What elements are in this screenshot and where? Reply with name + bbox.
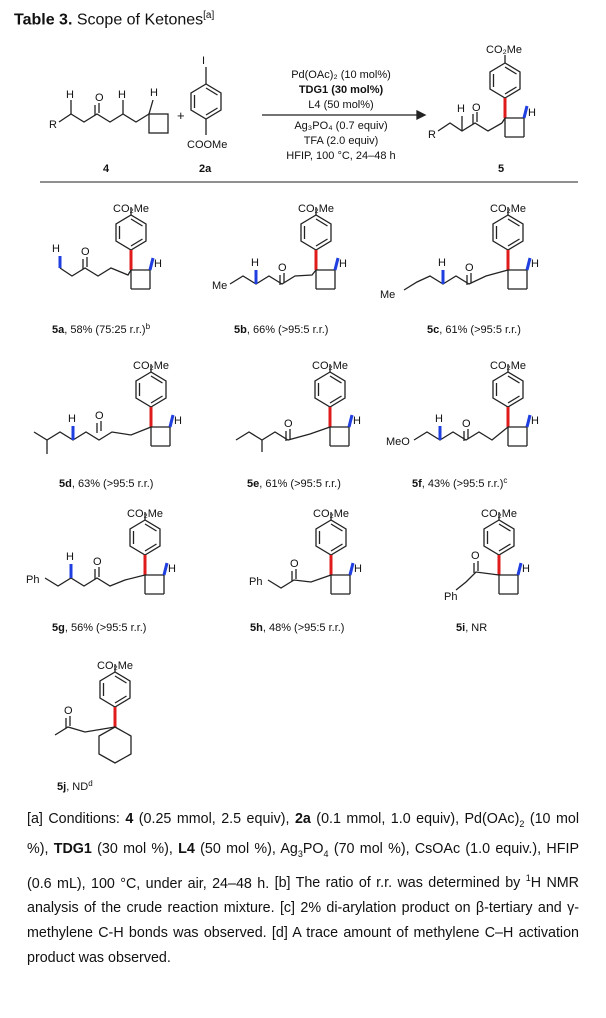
h-atom-label: H [150,87,158,99]
table-title-note: [a] [203,10,215,21]
svg-text:H: H [174,415,182,427]
svg-text:H: H [154,258,162,270]
product-captions: 5a, 58% (75:25 r.r.)b 5b, 66% (>95:5 r.r… [52,322,521,793]
condition-catalyst: Pd(OAc)₂ (10 mol%) [291,69,391,81]
svg-text:CO₂Me: CO₂Me [133,360,169,372]
footnote-d: [d] A trace amount of methylene C–H acti… [27,925,579,967]
reaction-scheme-figure: H O H H R 4 + I COOMe 2a Pd(OAc)₂ (10 mo… [26,44,578,793]
reactant-2a-label: 2a [199,163,212,175]
svg-text:H: H [522,563,530,575]
product-5-label: 5 [498,163,504,175]
iodo-atom-label: I [202,55,205,67]
svg-text:O: O [462,418,471,430]
caption-5e: 5e, 61% (>95:5 r.r.) [247,478,341,490]
table-title: Table 3. Scope of Ketones[a] [14,10,214,29]
svg-text:CO₂Me: CO₂Me [127,508,163,520]
svg-text:H: H [339,258,347,270]
svg-text:MeO: MeO [386,436,410,448]
caption-5b: 5b, 66% (>95:5 r.r.) [234,324,328,336]
footnote-a: [a] Conditions: 4 (0.25 mmol, 2.5 equiv)… [27,811,579,967]
svg-text:Me: Me [380,289,395,301]
table-number: Table 3. [14,11,73,29]
scheme-labels: H O H H R 4 + I COOMe 2a Pd(OAc)₂ (10 mo… [49,44,536,175]
caption-5g: 5g, 56% (>95:5 r.r.) [52,622,146,634]
svg-text:H: H [435,413,443,425]
svg-text:Ph: Ph [249,576,262,588]
svg-text:CO₂Me: CO₂Me [298,203,334,215]
caption-5j: 5j, NDd [57,779,93,793]
caption-5h: 5h, 48% (>95:5 r.r.) [250,622,344,634]
footnotes: [a] Conditions: 4 (0.25 mmol, 2.5 equiv)… [27,807,579,971]
svg-text:H: H [438,257,446,269]
svg-text:H: H [168,563,176,575]
footnote-b: [b] The ratio of r.r. was determined by … [27,873,579,917]
product-structures [33,207,532,764]
svg-text:CO₂Me: CO₂Me [490,203,526,215]
svg-text:CO₂Me: CO₂Me [481,508,517,520]
svg-text:O: O [471,550,480,562]
svg-text:O: O [290,558,299,570]
h-atom-label: H [118,89,126,101]
condition-solvent: HFIP, 100 °C, 24–48 h [286,150,395,162]
svg-text:Me: Me [212,280,227,292]
condition-ligand: L4 (50 mol%) [308,99,373,111]
svg-text:CO₂Me: CO₂Me [113,203,149,215]
svg-text:O: O [465,262,474,274]
svg-text:O: O [284,418,293,430]
o-atom-label: O [472,102,481,114]
svg-text:CO₂Me: CO₂Me [313,508,349,520]
svg-text:CO₂Me: CO₂Me [312,360,348,372]
svg-text:H: H [66,551,74,563]
coome-label: COOMe [187,139,227,151]
svg-text:O: O [93,556,102,568]
h-atom-label: H [66,89,74,101]
svg-text:Ph: Ph [444,591,457,603]
svg-text:O: O [64,705,73,717]
svg-text:H: H [531,258,539,270]
r-group-label: R [428,129,436,141]
plus-sign: + [177,108,185,123]
r-group-label: R [49,119,57,131]
svg-text:CO₂Me: CO₂Me [97,660,133,672]
caption-5d: 5d, 63% (>95:5 r.r.) [59,478,153,490]
svg-text:O: O [278,262,287,274]
caption-5i: 5i, NR [456,622,487,634]
reactant-4-label: 4 [103,163,110,175]
o-atom-label: O [95,92,104,104]
h-atom-label: H [457,103,465,115]
svg-text:H: H [353,415,361,427]
caption-5c: 5c, 61% (>95:5 r.r.) [427,324,521,336]
svg-text:H: H [531,415,539,427]
condition-oxidant: Ag₃PO₄ (0.7 equiv) [294,120,387,132]
co2me-label: CO₂Me [486,44,522,56]
product-atom-labels: CO₂Me H H O CO₂Me H Me H O CO₂Me H Me H … [26,203,539,717]
footnote-c: [c] 2% di-arylation product on β-tertiar… [27,900,579,942]
condition-acid: TFA (2.0 equiv) [304,135,379,147]
reaction-scheme [58,55,529,139]
table-caption: Scope of Ketones [76,11,204,29]
caption-5f: 5f, 43% (>95:5 r.r.)c [412,476,507,490]
svg-text:O: O [95,410,104,422]
svg-text:O: O [81,246,90,258]
svg-text:CO₂Me: CO₂Me [490,360,526,372]
h-atom-label: H [528,107,536,119]
svg-text:H: H [354,563,362,575]
svg-text:H: H [251,257,259,269]
caption-5a: 5a, 58% (75:25 r.r.)b [52,322,151,336]
svg-text:H: H [52,243,60,255]
svg-text:Ph: Ph [26,574,39,586]
svg-text:H: H [68,413,76,425]
condition-tdg: TDG1 (30 mol%) [299,84,384,96]
